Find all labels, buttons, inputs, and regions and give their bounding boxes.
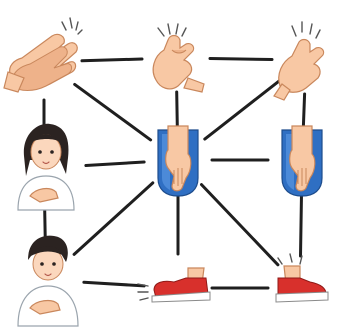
boy-hand-on-chest-icon xyxy=(18,236,78,326)
finger-snap-icon xyxy=(153,24,204,92)
connector-line-clap-to-snap-1 xyxy=(82,59,142,61)
connector-line-snap-2-to-thigh-pat-2 xyxy=(303,94,304,126)
connector-line-boy-to-stomp-1 xyxy=(84,282,144,286)
connector-line-thigh-pat-1-to-boy xyxy=(74,183,153,255)
clapping-hands-icon xyxy=(4,18,82,92)
connector-line-snap-2-to-thigh-pat-1 xyxy=(205,81,279,139)
connector-line-clap-to-thigh-pat-1 xyxy=(75,84,151,139)
finger-snap-icon xyxy=(274,22,324,100)
foot-stomp-icon xyxy=(276,254,328,302)
connector-line-thigh-pat-2-to-stomp-2 xyxy=(301,194,302,256)
foot-stomp-icon xyxy=(138,268,210,302)
hand-pat-thigh-icon xyxy=(158,126,198,196)
connector-line-girl-to-thigh-pat-1 xyxy=(86,162,144,166)
girl-hand-on-chest-icon xyxy=(18,124,74,210)
hand-pat-thigh-icon xyxy=(282,126,322,196)
connector-line-snap-1-to-snap-2 xyxy=(210,59,272,60)
connector-line-snap-1-to-thigh-pat-1 xyxy=(177,92,178,126)
connector-line-thigh-pat-1-to-stomp-2 xyxy=(202,185,278,265)
